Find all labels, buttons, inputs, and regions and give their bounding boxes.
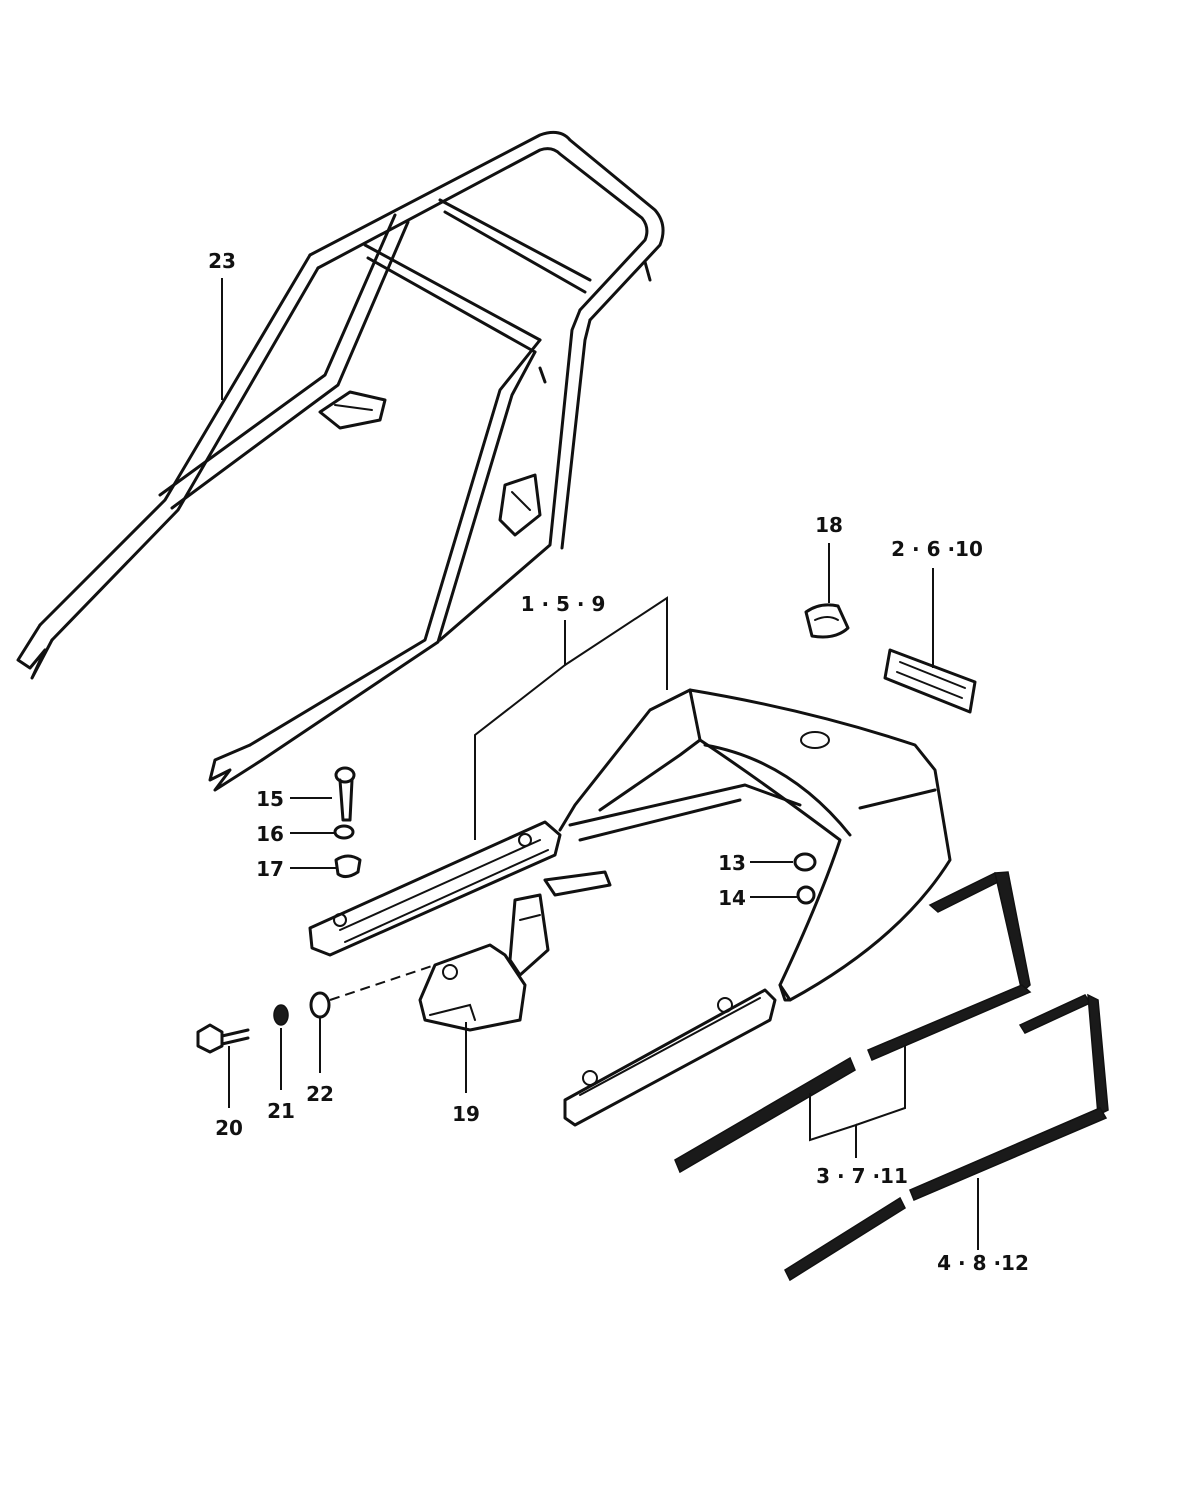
- callout-20: 20: [215, 1116, 243, 1140]
- callout-4-8-12: 4 · 8 ·12: [937, 1251, 1029, 1275]
- callout-3-7-11: 3 · 7 ·11: [816, 1164, 908, 1188]
- bolt-20: [196, 1023, 250, 1054]
- tail-cowl-1-5-9: [308, 688, 952, 1127]
- callout-21: 21: [267, 1099, 295, 1123]
- callout-2-6-10: 2 · 6 ·10: [891, 537, 983, 561]
- nut-13: [793, 852, 817, 872]
- washer-16: [333, 824, 355, 840]
- stripe-decal-3-7-11: [674, 871, 1032, 1174]
- callout-16: 16: [256, 822, 284, 846]
- nut-14: [796, 885, 816, 905]
- spring-washer-21: [273, 1004, 289, 1026]
- callout-1-5-9: 1 · 5 · 9: [521, 592, 606, 616]
- washer-22: [309, 991, 331, 1019]
- emblem-2-6-10: [883, 648, 977, 714]
- callout-23: 23: [208, 249, 236, 273]
- callout-14: 14: [718, 886, 746, 910]
- bolt-15: [334, 766, 356, 822]
- callout-17: 17: [256, 857, 284, 881]
- stripe-decal-4-8-12: [784, 993, 1109, 1282]
- callout-19: 19: [452, 1102, 480, 1126]
- grommet-18: [804, 603, 850, 639]
- callout-labels: 23 18 2 · 6 ·10 1 · 5 · 9 15 16 17 13 14…: [208, 249, 1029, 1275]
- callout-13: 13: [718, 851, 746, 875]
- callout-15: 15: [256, 787, 284, 811]
- callout-22: 22: [306, 1082, 334, 1106]
- leader-lines: [221, 278, 979, 1250]
- cap-17: [334, 854, 362, 879]
- seat-lock-19: [418, 870, 612, 1032]
- callout-18: 18: [815, 513, 843, 537]
- carrier-frame-23: [16, 130, 665, 792]
